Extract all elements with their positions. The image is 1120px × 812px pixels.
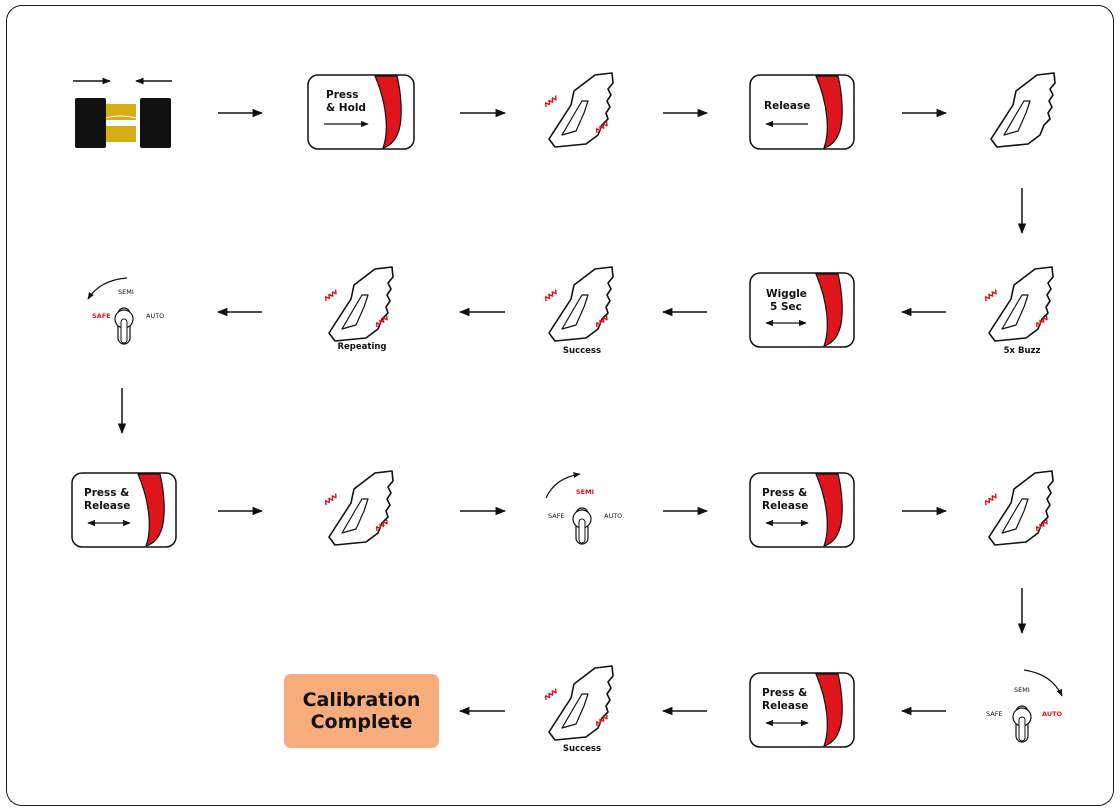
- grip-buzz-5x: 5x Buzz: [984, 267, 1053, 356]
- grip-icon: [990, 72, 1056, 148]
- semi-label: SEMI: [1014, 686, 1030, 694]
- press-release-label-1: Press &: [84, 487, 129, 499]
- press-release-card-1: Press & Release: [71, 472, 177, 548]
- semi-label-active: SEMI: [576, 488, 594, 496]
- calibration-complete-label: Calibration Complete: [302, 689, 421, 733]
- wiggle-label-2: 5 Sec: [770, 301, 802, 313]
- auto-label: AUTO: [146, 312, 164, 320]
- grip-buzz-success-final: Success: [544, 666, 613, 754]
- press-hold-label-1: Press: [326, 89, 359, 101]
- semi-label: SEMI: [118, 288, 134, 296]
- release-label: Release: [764, 100, 810, 112]
- auto-label-active: AUTO: [1042, 710, 1063, 718]
- press-release-card-2: Press & Release: [749, 472, 855, 548]
- repeating-caption: Repeating: [337, 342, 386, 352]
- safe-label: SAFE: [548, 512, 565, 520]
- press-release-card-3: Press & Release: [749, 672, 855, 748]
- grip-buzz-icon: [984, 471, 1053, 545]
- safe-label-active: SAFE: [92, 312, 111, 320]
- wiggle-label-1: Wiggle: [766, 288, 807, 300]
- press-release-label-1: Press &: [762, 687, 807, 699]
- press-release-label-1: Press &: [762, 487, 807, 499]
- press-hold-card: Press & Hold: [307, 74, 415, 150]
- release-card: Release: [749, 74, 855, 150]
- grip-buzz-icon: [324, 471, 393, 545]
- magnet-icon: [73, 77, 172, 148]
- grip-buzz-repeating: Repeating: [324, 267, 393, 352]
- press-release-label-2: Release: [762, 500, 808, 512]
- buzz-caption: 5x Buzz: [1004, 346, 1041, 356]
- auto-label: AUTO: [604, 512, 622, 520]
- success-caption: Success: [563, 744, 601, 754]
- selector-safe-icon: SEMI SAFE AUTO: [87, 277, 164, 345]
- diagram-frame: [6, 5, 1114, 806]
- success-caption: Success: [563, 346, 601, 356]
- press-release-label-2: Release: [84, 500, 130, 512]
- wiggle-card: Wiggle 5 Sec: [749, 272, 855, 348]
- selector-semi-icon: SEMI SAFE AUTO: [545, 472, 622, 545]
- press-release-label-2: Release: [762, 700, 808, 712]
- safe-label: SAFE: [986, 710, 1003, 718]
- grip-buzz-icon: [544, 73, 613, 147]
- press-hold-label-2: & Hold: [326, 102, 366, 114]
- grip-buzz-success: Success: [544, 267, 613, 356]
- calibration-complete-box: Calibration Complete: [284, 674, 439, 748]
- selector-auto-icon: SEMI SAFE AUTO: [986, 669, 1063, 743]
